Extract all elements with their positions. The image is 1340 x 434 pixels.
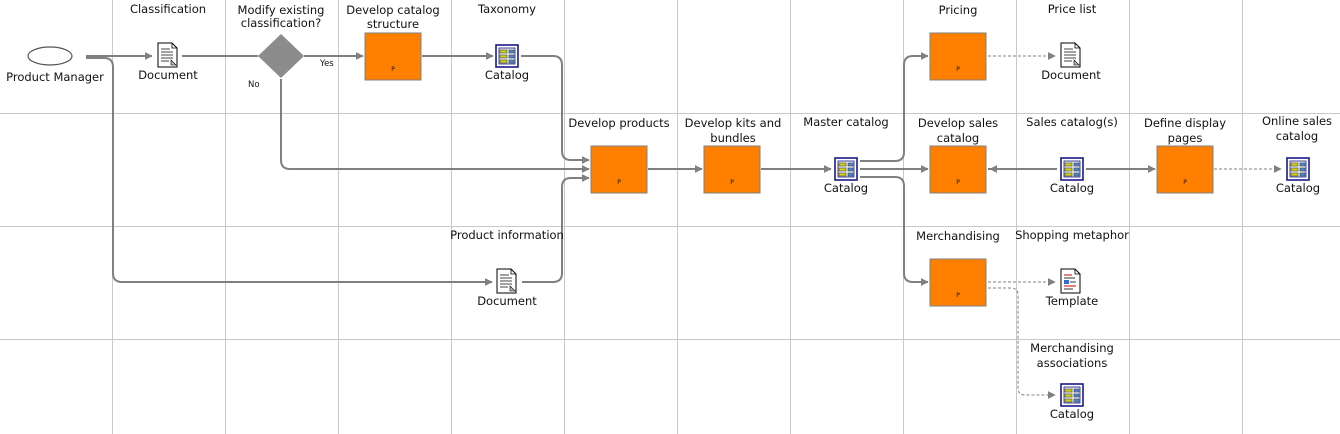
header-master-catalog: Master catalog [803, 115, 888, 129]
artifact-label: Catalog [1276, 181, 1320, 195]
document-icon[interactable] [1060, 42, 1081, 68]
process-develop-kits[interactable]: P [703, 145, 761, 194]
edge-master-to-merchandising [860, 176, 929, 286]
decision-diamond[interactable] [258, 34, 304, 78]
header-product-information: Product information [450, 228, 564, 242]
process-marker: P [1183, 179, 1187, 186]
edge-merch-to-associations [988, 287, 1056, 399]
header-develop-products: Develop products [568, 116, 669, 130]
process-develop-sales-catalog[interactable]: P [929, 145, 987, 194]
header-merch-assoc-2: associations [1037, 356, 1108, 370]
artifact-label: Catalog [824, 181, 868, 195]
header-merchandising: Merchandising [916, 229, 1000, 243]
header-develop-sales-1: Develop sales [918, 116, 998, 130]
document-icon[interactable] [157, 42, 178, 68]
catalog-icon[interactable] [495, 44, 519, 68]
artifact-label: Template [1045, 294, 1098, 308]
header-define-display-1: Define display [1144, 116, 1226, 130]
catalog-icon[interactable] [1060, 157, 1084, 181]
document-icon[interactable] [496, 268, 517, 294]
header-shopping-metaphor: Shopping metaphor [1015, 228, 1129, 242]
artifact-label: Catalog [1050, 181, 1094, 195]
process-marker: P [956, 292, 960, 299]
actor-label: Product Manager [6, 70, 104, 84]
header-taxonomy: Taxonomy [477, 2, 536, 16]
header-develop-kits-1: Develop kits and [685, 116, 782, 130]
edge-taxonomy-to-develop-products [521, 55, 590, 164]
decision-label-1: Modify existing [238, 3, 325, 17]
process-develop-catalog-structure[interactable]: P [364, 32, 422, 81]
process-develop-products[interactable]: P [590, 145, 648, 194]
header-sales-catalogs: Sales catalog(s) [1026, 115, 1118, 129]
header-online-sales-1: Online sales [1262, 114, 1332, 128]
template-icon[interactable] [1060, 268, 1081, 294]
edge-actor-to-product-info [86, 57, 493, 286]
header-classification: Classification [130, 2, 206, 16]
process-marker: P [730, 179, 734, 186]
header-define-display-2: pages [1168, 131, 1203, 145]
catalog-icon[interactable] [1286, 157, 1310, 181]
edge-decision-no [280, 79, 590, 173]
process-marker: P [391, 66, 395, 73]
actor-product-manager[interactable] [27, 46, 73, 66]
process-marker: P [956, 66, 960, 73]
decision-label-2: classification? [241, 16, 322, 30]
process-marker: P [956, 179, 960, 186]
artifact-label: Catalog [1050, 407, 1094, 421]
process-marker: P [617, 179, 621, 186]
header-develop-sales-2: catalog [937, 131, 979, 145]
artifact-label: Document [138, 68, 198, 82]
header-pricing: Pricing [939, 3, 978, 17]
header-develop-catalog-2: structure [367, 17, 419, 31]
decision-no-label: No [248, 80, 260, 90]
artifact-label: Catalog [485, 68, 529, 82]
artifact-label: Document [1041, 68, 1101, 82]
header-merch-assoc-1: Merchandising [1030, 341, 1114, 355]
process-pricing[interactable]: P [929, 32, 987, 81]
artifact-label: Document [477, 294, 537, 308]
header-develop-catalog-1: Develop catalog [346, 3, 439, 17]
header-price-list: Price list [1048, 2, 1097, 16]
catalog-icon[interactable] [834, 157, 858, 181]
process-define-display-pages[interactable]: P [1156, 145, 1214, 194]
decision-yes-label: Yes [319, 59, 334, 69]
edge-product-info-to-develop-products [522, 174, 590, 283]
header-develop-kits-2: bundles [710, 131, 755, 145]
dashed-connectors [988, 52, 1282, 399]
process-merchandising[interactable]: P [929, 258, 987, 307]
header-online-sales-2: catalog [1276, 129, 1318, 143]
edge-master-to-pricing [860, 52, 929, 162]
catalog-icon[interactable] [1060, 383, 1084, 407]
connectors [86, 52, 1156, 286]
